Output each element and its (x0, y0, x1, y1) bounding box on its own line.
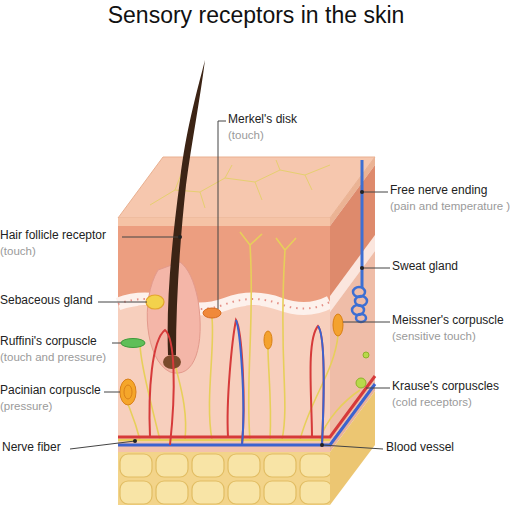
leader-line (343, 322, 390, 323)
stratum-corneum (118, 218, 330, 226)
nerve-branch (300, 335, 338, 440)
nerve-branch (209, 318, 212, 440)
leader-line (112, 343, 121, 344)
diagram-title: Sensory receptors in the skin (0, 2, 512, 28)
capillary (150, 330, 174, 445)
sweat-coil (352, 287, 367, 322)
part-label: Blood vessel (386, 441, 454, 455)
nerve-branch (175, 160, 312, 208)
meissner-corpuscle (264, 331, 272, 349)
receptor-function: (touch) (228, 129, 264, 142)
sebaceous-gland (146, 295, 164, 309)
part-label: Free nerve ending (390, 184, 487, 198)
part-label: Merkel's disk (228, 113, 297, 127)
hair-shaft (168, 60, 205, 355)
receptor-function: (sensitive touch) (392, 330, 476, 343)
leader-line (362, 192, 388, 193)
part-label: Pacinian corpuscle (0, 384, 101, 398)
leader-line (122, 237, 180, 238)
merkel-disk (203, 308, 221, 318)
krause-corpuscle (356, 378, 366, 388)
nerve-branch (268, 348, 271, 440)
receptor-function: (cold receptors) (392, 396, 472, 409)
leader-line (366, 388, 390, 389)
part-label: Sweat gland (392, 260, 458, 274)
part-label: Nerve fiber (2, 441, 61, 455)
nerve-branch (128, 404, 140, 440)
leader-line (104, 392, 120, 393)
leader-dot (133, 439, 137, 443)
receptor-function: (pressure) (0, 400, 52, 413)
vein (118, 384, 375, 445)
nerve-trunk (118, 439, 330, 442)
hypodermis (118, 452, 330, 505)
pacinian-layer (124, 385, 132, 399)
leader-line (70, 441, 135, 449)
capillary (228, 320, 244, 445)
leader-line (98, 302, 147, 303)
venule (236, 320, 243, 445)
capillary (311, 326, 324, 445)
nerve-branch (176, 368, 186, 440)
leader-line (218, 121, 226, 309)
ruffini-corpuscle (121, 339, 145, 348)
venule (318, 326, 324, 445)
free-nerve (276, 238, 296, 440)
pacinian-corpuscle (120, 379, 136, 405)
part-label: Ruffini's corpuscle (0, 335, 97, 349)
meissner-corpuscle (333, 314, 343, 336)
skin-surface (118, 157, 375, 218)
leader-lines (70, 121, 390, 449)
part-label: Hair follicle receptor (0, 229, 106, 243)
leader-line (362, 268, 390, 269)
sweat-duct (361, 160, 364, 288)
receptor-function: (touch) (0, 245, 36, 258)
artery (118, 376, 375, 437)
leader-dot (320, 443, 324, 447)
part-label: Sebaceous gland (0, 294, 93, 308)
leader-line (322, 445, 383, 449)
leader-dot (360, 266, 364, 270)
receptor-function: (pain and temperature ) (390, 200, 510, 213)
blood-vessels (118, 320, 375, 445)
surface-nerves (150, 160, 330, 208)
krause-corpuscle (363, 352, 369, 358)
leader-dot (360, 190, 364, 194)
receptor-function: (touch and pressure) (0, 351, 106, 364)
coil-loop (356, 314, 366, 322)
part-label: Meissner's corpuscle (392, 314, 504, 328)
part-label: Krause's corpuscles (392, 380, 499, 394)
leader-dots (133, 190, 364, 447)
leader-dot (178, 235, 182, 239)
